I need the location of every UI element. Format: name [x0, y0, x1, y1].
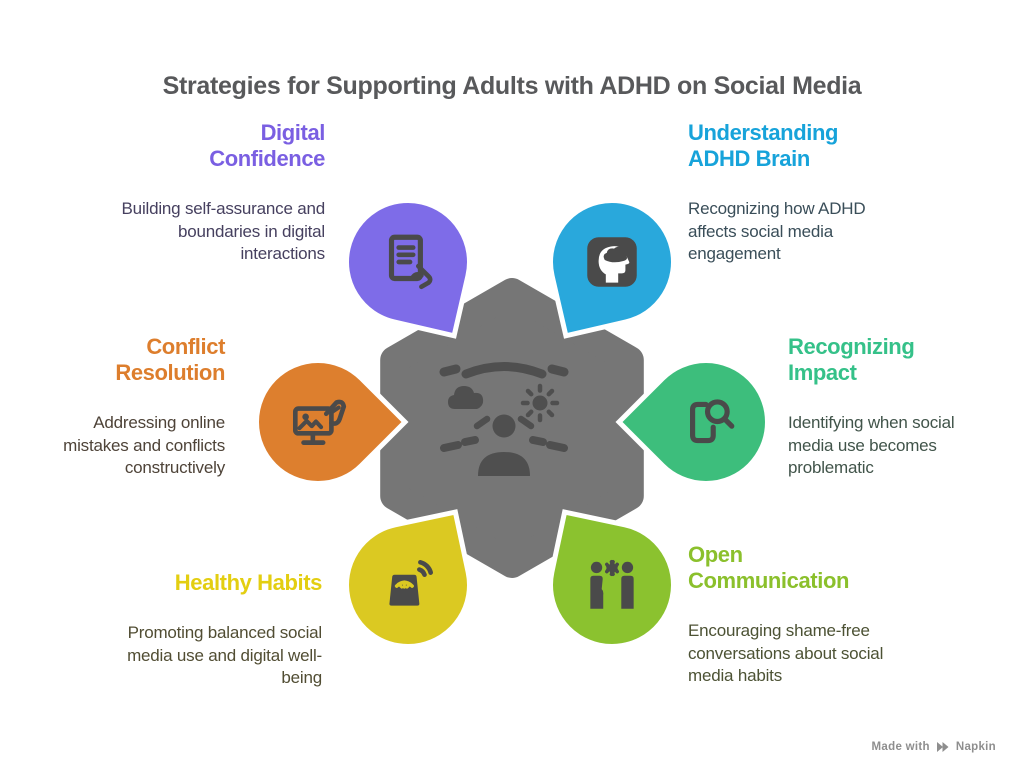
mind-icon: [439, 362, 569, 476]
tablet-pen-icon: [375, 229, 441, 295]
node-bubble: [615, 331, 797, 513]
center-blob: [380, 278, 644, 578]
made-with-label: Made with: [871, 741, 930, 753]
node-description: Building self-assurance and boundaries i…: [121, 199, 326, 263]
made-with-napkin-link[interactable]: Made with Napkin: [872, 741, 996, 753]
brand-label: Napkin: [955, 741, 996, 753]
node-heading: Healthy Habits: [174, 570, 323, 595]
node-bubble: [227, 331, 409, 513]
scale-wifi-icon: [375, 552, 441, 618]
node-text-block: Healthy Habits Promoting balanced social…: [110, 570, 322, 690]
node-description: Recognizing how ADHD affects social medi…: [688, 199, 866, 263]
node-description: Identifying when social media use become…: [788, 413, 955, 477]
node-description: Addressing online mistakes and conflicts…: [63, 413, 225, 477]
phone-search-icon: [673, 389, 739, 455]
node-description: Promoting balanced social media use and …: [127, 623, 322, 687]
node-bubble: [535, 185, 689, 339]
node-bubble: [332, 509, 484, 661]
head-brain-icon: [579, 229, 645, 295]
monitor-hand-icon: [285, 389, 351, 455]
napkin-logo-icon: [936, 742, 949, 752]
node-description: Encouraging shame-free conversations abo…: [688, 621, 884, 685]
page-title: Strategies for Supporting Adults with AD…: [162, 71, 862, 100]
node-bubble: [536, 509, 688, 661]
node-bubble: [331, 185, 485, 339]
people-talking-icon: [579, 552, 645, 618]
